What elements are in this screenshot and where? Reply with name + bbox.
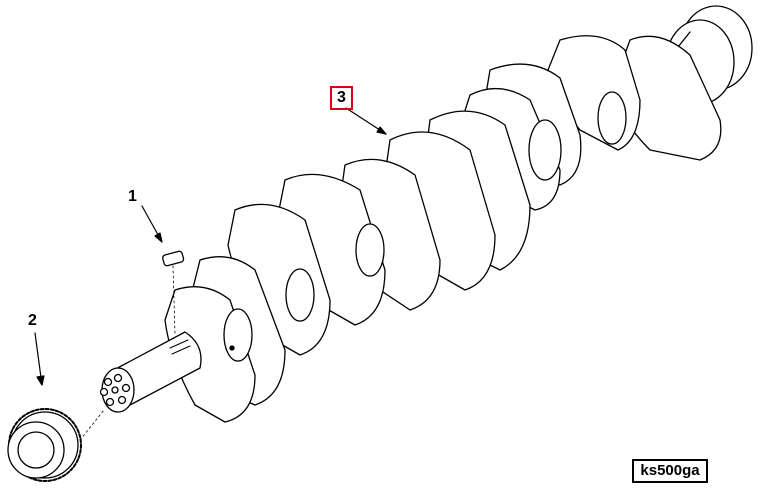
- callout-3-selected[interactable]: 3: [330, 86, 353, 110]
- leader-arrows: [34, 107, 387, 386]
- crankshaft-gear-part: [7, 408, 105, 482]
- drawing-code-label: ks500ga: [632, 459, 708, 483]
- woodruff-key-part: [162, 250, 185, 335]
- callout-2[interactable]: 2: [28, 312, 37, 329]
- callout-1[interactable]: 1: [128, 188, 137, 205]
- crankshaft-webs: [164, 35, 722, 423]
- crankshaft-nose: [99, 331, 202, 413]
- crankshaft-journals: [223, 91, 627, 362]
